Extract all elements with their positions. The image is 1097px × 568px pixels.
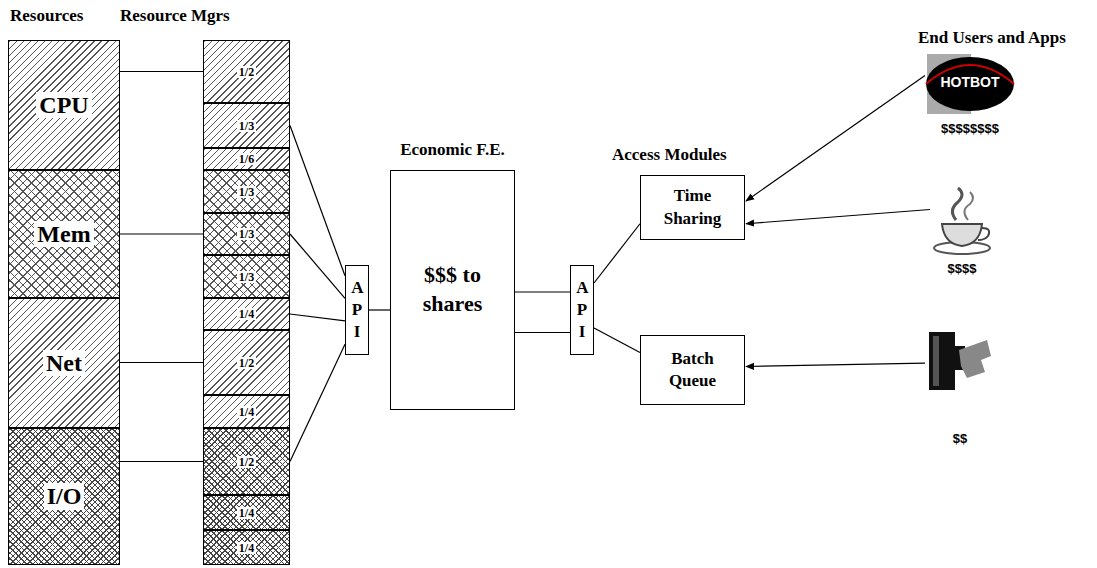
price-label: $$$$ (948, 262, 977, 276)
share-fraction: 1/2 (237, 456, 256, 468)
connector-line (290, 344, 345, 461)
share-segment: 1/3 (203, 213, 290, 255)
connector-line (120, 362, 203, 363)
connector-line (369, 309, 390, 310)
share-segment: 1/2 (203, 40, 290, 103)
share-segment: 1/2 (203, 330, 290, 395)
resource-box: CPU (8, 40, 120, 170)
share-segment: 1/2 (203, 428, 290, 495)
share-fraction: 1/2 (237, 66, 256, 78)
resource-name: Mem (34, 221, 93, 247)
share-segment: 1/4 (203, 298, 290, 330)
share-fraction: 1/3 (237, 120, 256, 132)
share-segment: 1/4 (203, 495, 290, 530)
connector-arrow (746, 363, 925, 366)
share-fraction: 1/4 (237, 507, 256, 519)
share-fraction: 1/3 (237, 228, 256, 240)
java-logo (930, 186, 994, 258)
access-module-box: Time Sharing (640, 175, 745, 240)
column-heading: Resource Mgrs (120, 6, 230, 26)
column-heading: Access Modules (612, 145, 727, 165)
share-segment: 1/4 (203, 530, 290, 565)
resource-name: Net (43, 350, 85, 376)
share-fraction: 1/3 (237, 186, 256, 198)
resource-box: Mem (8, 170, 120, 298)
share-fraction: 1/4 (237, 542, 256, 554)
box-heading: Economic F.E. (400, 141, 505, 160)
share-segment: 1/3 (203, 170, 290, 213)
app-icon: $$$$ (930, 186, 994, 280)
price-label: $$$$$$$$ (941, 122, 999, 136)
access-module-box: Batch Queue (640, 335, 745, 405)
connector-arrow (746, 76, 925, 201)
resource-name: I/O (44, 483, 85, 509)
connector-arrow (746, 210, 930, 224)
logo-text: HOTBOT (940, 75, 999, 90)
app-icon: $$ (925, 326, 995, 450)
connector-line (594, 224, 640, 283)
connector-line (290, 126, 345, 276)
api-box: A P I (570, 265, 594, 355)
economic-box: Economic F.E.$$$ to shares (390, 170, 515, 410)
resource-box: I/O (8, 428, 120, 565)
connector-line (515, 291, 570, 292)
connector-line (120, 461, 203, 462)
share-segment: 1/3 (203, 255, 290, 298)
connector-line (594, 328, 640, 353)
column-heading: End Users and Apps (918, 28, 1066, 48)
module-name: Time Sharing (664, 185, 722, 229)
box-text: $$$ to shares (423, 261, 483, 318)
share-fraction: 1/6 (237, 153, 256, 165)
share-fraction: 1/4 (237, 406, 256, 418)
module-name: Batch Queue (669, 348, 716, 392)
connector-line (120, 71, 203, 72)
share-fraction: 1/2 (237, 357, 256, 369)
share-fraction: 1/3 (237, 271, 256, 283)
resource-name: CPU (36, 92, 91, 118)
api-box: A P I (345, 265, 369, 355)
share-segment: 1/6 (203, 148, 290, 170)
share-fraction: 1/4 (237, 308, 256, 320)
connector-line (290, 314, 345, 321)
api-text: A P I (576, 277, 587, 343)
connector-line (290, 234, 345, 298)
price-label: $$ (953, 432, 967, 446)
column-heading: Resources (10, 6, 83, 26)
connector-line (120, 233, 203, 234)
share-segment: 1/3 (203, 103, 290, 148)
app-icon: HOTBOT $$$$$$$$ (925, 48, 1015, 140)
resource-box: Net (8, 298, 120, 428)
share-segment: 1/4 (203, 395, 290, 428)
api-text: A P I (351, 277, 362, 343)
bolt-logo (925, 326, 995, 396)
connector-line (515, 332, 570, 333)
